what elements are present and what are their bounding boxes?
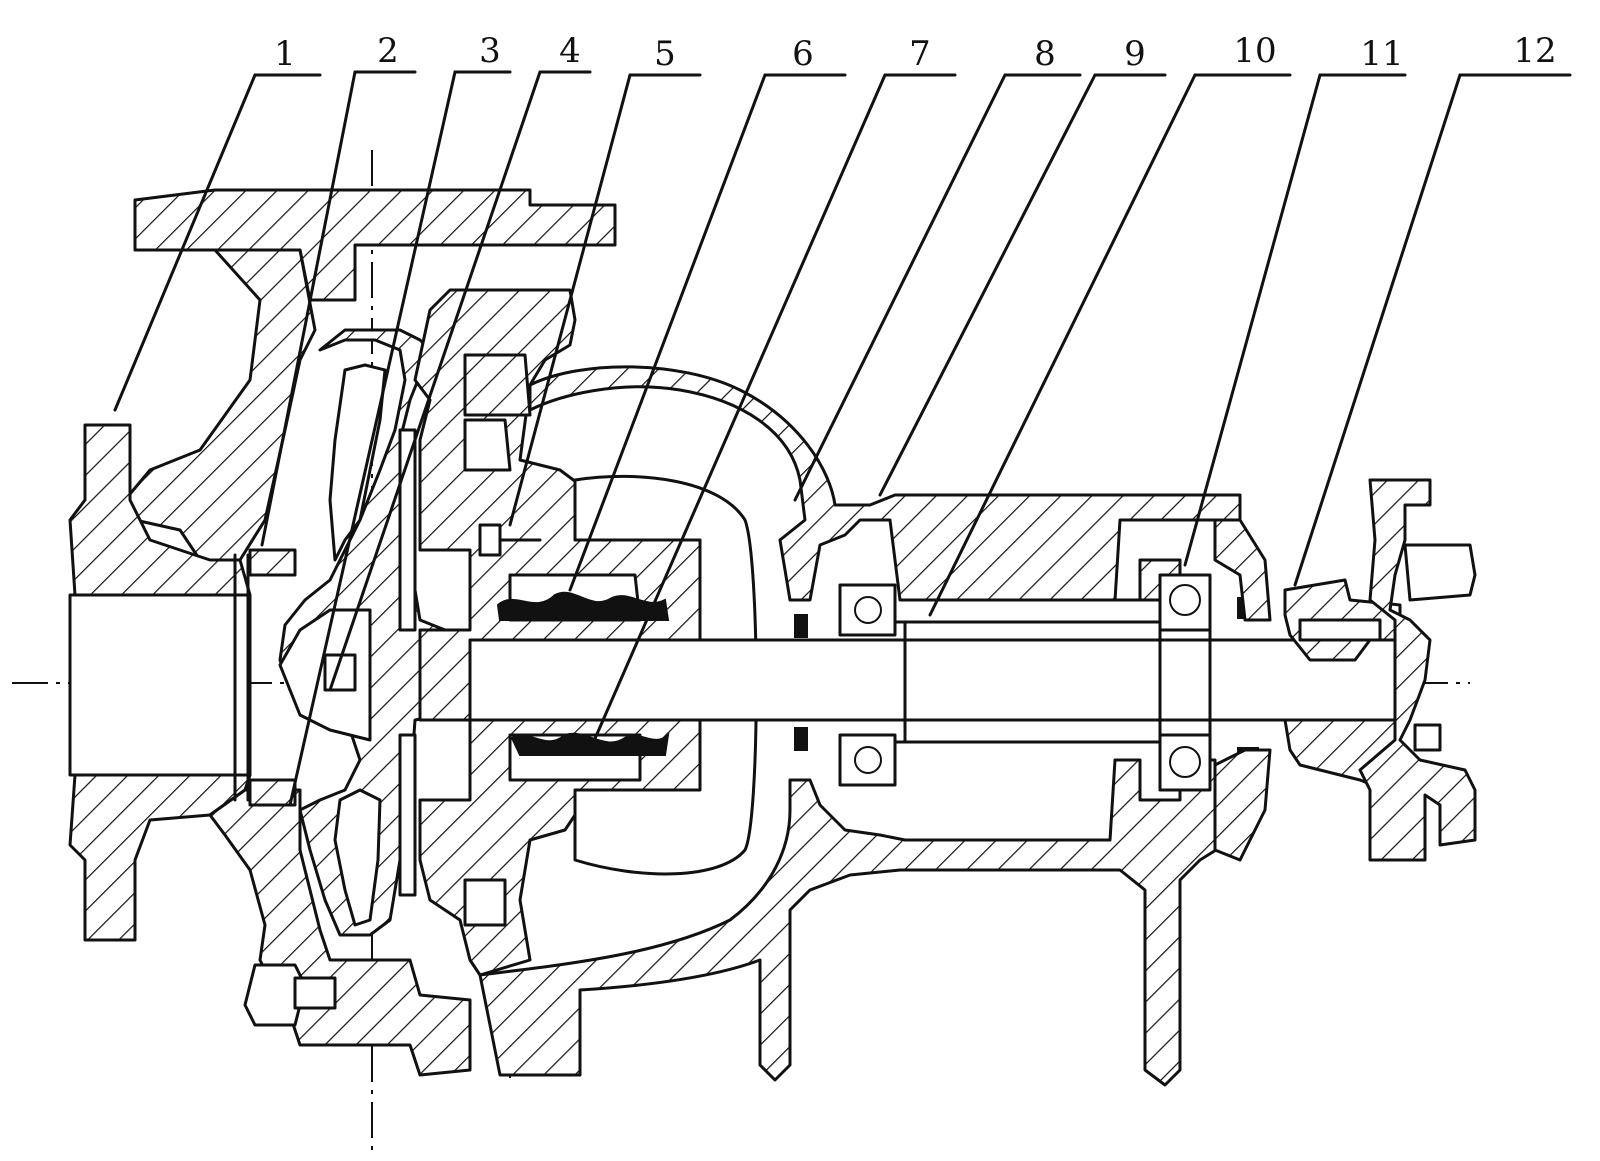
callout-12: 12 <box>1513 31 1556 71</box>
shaft <box>468 620 1402 744</box>
callout-8: 8 <box>1034 34 1056 74</box>
pump-casing <box>68 188 617 1077</box>
callout-7: 7 <box>909 34 931 74</box>
callout-9: 9 <box>1124 34 1146 74</box>
shaft-seal <box>496 591 670 756</box>
callout-1: 1 <box>274 34 296 74</box>
callout-4: 4 <box>559 31 581 71</box>
callout-2: 2 <box>377 31 399 71</box>
callout-5: 5 <box>654 34 676 74</box>
bearings <box>794 518 1272 862</box>
coupling <box>1283 478 1477 862</box>
leader-lines <box>113 70 1572 807</box>
callout-11: 11 <box>1360 34 1403 74</box>
callout-3: 3 <box>479 31 501 71</box>
callout-labels: 1 2 3 4 5 6 7 8 9 10 11 12 <box>274 31 1556 74</box>
callout-10: 10 <box>1233 31 1276 71</box>
callout-6: 6 <box>792 34 814 74</box>
